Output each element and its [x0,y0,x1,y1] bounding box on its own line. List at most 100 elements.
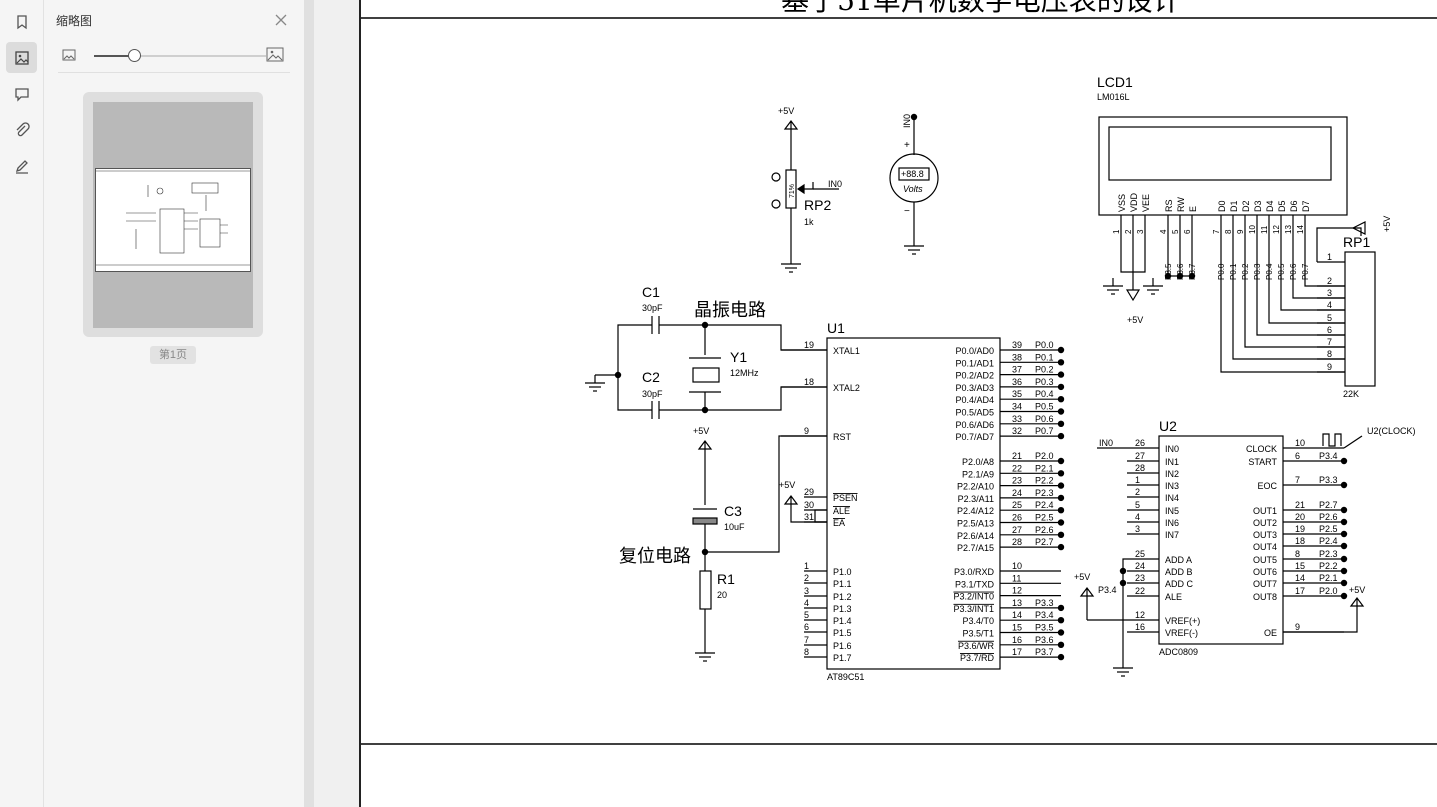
u2-pin-name: IN3 [1165,481,1179,491]
lcd-screen [1108,126,1332,181]
u2-pin-number: 20 [1295,512,1305,522]
lcd-pin-number: 9 [1236,229,1245,234]
attachment-icon[interactable] [6,114,37,145]
lcd-pin-name: RW [1176,197,1186,212]
u1-p3-pin: P3.6/WR [958,641,995,651]
lcd-model: LM016L [1097,92,1130,102]
voltmeter-display-box [898,167,930,181]
u1-p2-pin-net: P2.0 [1035,451,1054,461]
signature-icon[interactable] [6,150,37,181]
u1-p0-pin-number: 34 [1012,402,1022,412]
rp1-pin-number: 7 [1327,337,1332,347]
y1-body [692,367,720,383]
bookmark-icon[interactable] [6,6,37,37]
rp2-up-icon [771,172,781,182]
rp2-ref: RP2 [804,197,831,213]
u2-pin-name: ADD C [1165,579,1194,589]
u2-oe-wire [1283,612,1358,633]
u1-p0-pin-number: 37 [1012,365,1022,375]
u1-p0-pin-dot [1057,396,1065,403]
u1-p3-pin-number: 16 [1012,635,1022,645]
rp2-percent: 71% [789,184,796,198]
u1-p2-pin: P2.3/A11 [958,494,994,504]
rp2-value: 1k [804,217,814,227]
wire [790,510,827,523]
lcd-pin-name: D4 [1265,200,1275,212]
u2-pin-name: OUT7 [1253,579,1277,589]
c3-ref: C3 [724,503,742,519]
u2-vref-supply [1079,587,1095,602]
u1-p0-pin-number: 39 [1012,340,1022,350]
u2-addr-wire [1122,558,1127,660]
u1-p0-pin-dot [1057,371,1065,378]
u2-pin-name: IN6 [1165,518,1179,528]
u1-pin-name: RST [833,432,852,442]
close-icon[interactable] [273,12,289,28]
u2-pin-name: VREF(+) [1165,616,1200,626]
page-thumbnail[interactable] [83,92,263,337]
u1-p2-pin-number: 26 [1012,513,1022,523]
u2-net-dot [1340,481,1348,489]
rp2-supply-arrow [783,120,799,135]
u1-p2-pin-net: P2.4 [1035,500,1054,510]
u1-pin-number: 31 [804,512,814,522]
u2-in0-net: IN0 [1099,438,1113,448]
u2-pin-name: OE [1264,628,1277,638]
zoom-slider-knob[interactable] [128,49,141,62]
lcd-pin-name: D3 [1253,200,1263,212]
u2-pin-number: 4 [1135,512,1140,522]
u2-pin-number: 10 [1295,438,1305,448]
u1-pin-name: P1.0 [833,567,852,577]
rp1-pin-number: 2 [1327,276,1332,286]
zoom-out-image-icon[interactable] [62,48,76,67]
reset-supply-arrow [697,440,713,455]
comment-icon[interactable] [6,78,37,109]
lcd-pin-name: VEE [1141,194,1151,212]
lcd-pin-name: VSS [1117,194,1127,212]
lcd-body [1098,116,1348,216]
voltmeter-net-label: IN0 [902,114,912,128]
c3-plate-neg [692,517,718,525]
rp1-pin-number: 9 [1327,362,1332,372]
u2-pin-number: 22 [1135,586,1145,596]
u2-ref: U2 [1159,418,1177,434]
zoom-in-image-icon[interactable] [266,46,284,69]
lcd-pin-number: 6 [1183,229,1192,234]
junction-dot [1119,567,1127,575]
u1-pin-name: P1.5 [833,628,852,638]
u1-p0-pin-net: P0.2 [1035,365,1054,375]
panel-splitter[interactable] [304,0,314,807]
u1-pin-name: EA [833,518,845,528]
u1-pin-number: 4 [804,598,809,608]
u2-ale-net: P3.4 [1098,585,1117,595]
lcd-pin-number: 5 [1171,229,1180,234]
u1-p0-pin-dot [1057,359,1065,366]
u2-pin-name: IN5 [1165,506,1179,516]
u1-p0-pin-dot [1057,408,1065,415]
voltmeter-display: +88.8 [901,169,924,179]
u1-p0-pin-net: P0.7 [1035,426,1054,436]
rp1-pin-number: 3 [1327,288,1332,298]
u1-p0-pin: P0.4/AD4 [955,395,994,405]
thumbnail-icon[interactable] [6,42,37,73]
c2-value: 30pF [642,389,663,399]
rp1-value: 22K [1343,389,1359,399]
lcd-pin-number: 14 [1296,225,1305,234]
u1-p3-pin-number: 10 [1012,561,1022,571]
zoom-slider-track[interactable] [94,55,266,57]
voltmeter-minus: − [904,206,910,217]
lcd-pin-number: 12 [1272,225,1281,234]
u1-p3-pin-net: P3.4 [1035,610,1054,620]
u1-p2-pin: P2.6/A14 [957,531,994,541]
u1-pin-number: 1 [804,561,809,571]
u2-net-dot [1340,579,1348,587]
u1-ea-supply-label: +5V [779,480,795,490]
u1-p3-pin-number: 14 [1012,610,1022,620]
u2-pin-name: EOC [1257,481,1277,491]
u2-pin-name: OUT4 [1253,542,1277,552]
u1-p2-pin: P2.5/A13 [957,519,994,529]
u2-pin-name: OUT6 [1253,567,1277,577]
u2-net-dot [1340,592,1348,600]
u2-net: P3.3 [1319,475,1338,485]
u2-pin-number: 21 [1295,500,1305,510]
